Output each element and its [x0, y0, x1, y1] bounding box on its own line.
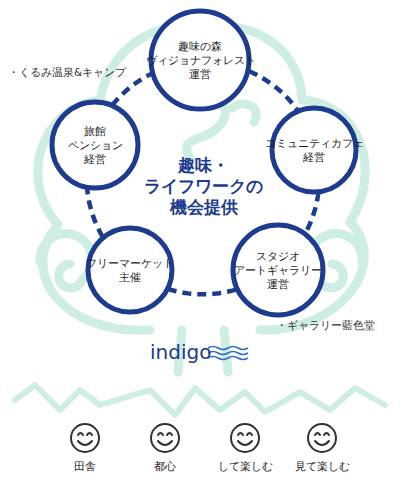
center-heading: 趣味・ ライフワークの 機会提供	[141, 155, 266, 218]
dashed-ring-link	[87, 188, 102, 237]
circle-border	[52, 102, 138, 188]
ground-zigzag	[15, 385, 385, 415]
dashed-ring-link	[112, 74, 151, 105]
circle-border	[233, 225, 323, 315]
dashed-ring-link	[169, 289, 236, 294]
smiley-icon	[151, 424, 179, 452]
smiley-icon	[71, 424, 99, 452]
service-circle: フリーマーケット 主催	[85, 225, 175, 315]
caption-label: 田舎	[45, 460, 125, 474]
caption-label: 都心	[125, 460, 205, 474]
circle-label: 趣味の森 ヴィジョナフォレスト 運営	[146, 39, 254, 81]
circle-content: 旅館 ペンション 経営	[49, 99, 141, 191]
circle-content: コミュニティカフェ 経営	[269, 105, 359, 195]
service-circle: 旅館 ペンション 経営	[49, 99, 141, 191]
circle-border	[272, 108, 356, 192]
circle-content: フリーマーケット 主催	[85, 225, 175, 315]
circle-content: スタジオ アートギャラリー 運営	[230, 222, 326, 318]
circle-outline	[85, 225, 175, 315]
dashed-ring-link	[249, 71, 298, 110]
dashed-ring-link	[306, 192, 319, 232]
smiley-icon	[231, 424, 259, 452]
circle-label: フリーマーケット 主催	[86, 256, 174, 284]
swirl-left	[40, 234, 92, 288]
logo-text: indigo	[150, 340, 212, 364]
logo-waves	[208, 347, 248, 360]
circle-label: 旅館 ペンション 経営	[65, 124, 125, 166]
service-circle: スタジオ アートギャラリー 運営	[230, 222, 326, 318]
note-text: ・ギャラリー藍色堂	[276, 318, 396, 332]
circle-border	[88, 228, 172, 312]
note-text: ・くるみ温泉&キャンプ	[8, 65, 168, 79]
service-circle: 趣味の森 ヴィジョナフォレスト 運営	[148, 8, 252, 112]
smiley-icon	[308, 424, 336, 452]
circle-label: コミュニティカフェ 経営	[265, 136, 363, 164]
swirl-top	[232, 104, 256, 122]
caption-label: 見て楽しむ	[282, 460, 362, 474]
circle-content: 趣味の森 ヴィジョナフォレスト 運営	[148, 8, 252, 112]
service-circle: コミュニティカフェ 経営	[269, 105, 359, 195]
circle-outline	[269, 105, 359, 195]
caption-label: して楽しむ	[205, 460, 285, 474]
circle-label: スタジオ アートギャラリー 運営	[233, 249, 323, 291]
